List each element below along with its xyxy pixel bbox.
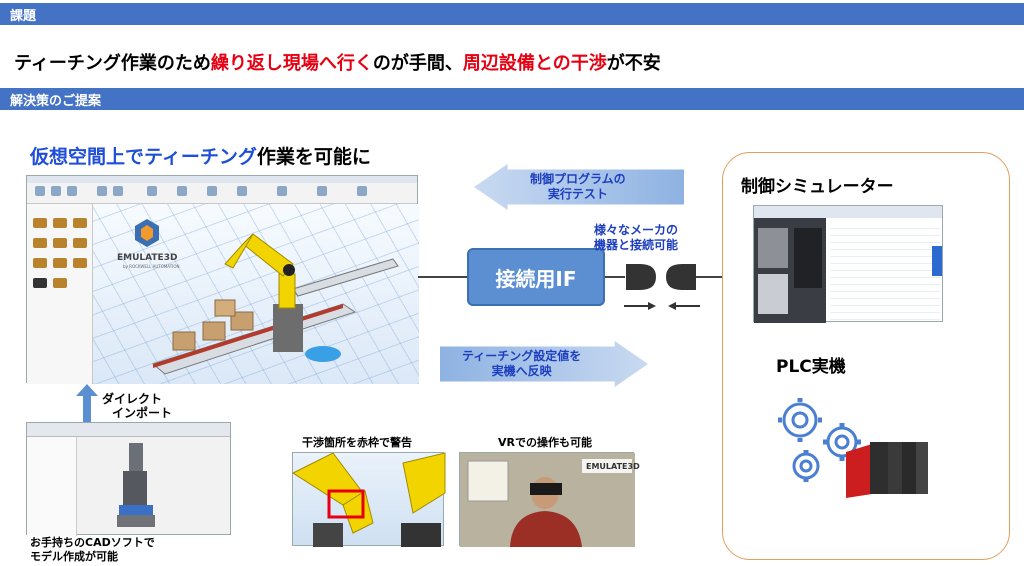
robot-cell-scene: EMULATE3D by ROCKWELL AUTOMATION — [117, 219, 399, 375]
issue-header-label: 課題 — [10, 8, 37, 24]
interference-warning-screenshot — [291, 452, 446, 547]
plc-device-icon — [778, 398, 928, 498]
control-test-label: 制御プログラムの 実行テスト — [530, 172, 626, 201]
control-simulator-screenshot — [753, 205, 943, 323]
virtual-title: 仮想空間上でティーチング作業を可能に — [30, 142, 371, 169]
issue-text-1: ティーチング作業のため — [14, 53, 211, 74]
connector-plugs-icon — [624, 264, 722, 310]
issue-header-bar: 課題 — [0, 3, 1024, 25]
issue-statement: ティーチング作業のため繰り返し現場へ行くのが手間、周辺設備との干渉が不安 — [14, 49, 661, 75]
control-test-arrow — [474, 164, 684, 210]
issue-highlight-2: 周辺設備との干渉 — [462, 53, 607, 74]
3d-viewport: EMULATE3D by ROCKWELL AUTOMATION — [93, 204, 419, 384]
issue-text-2: のが手間、 — [372, 53, 463, 74]
direct-import-label: ダイレクト インポート — [102, 392, 173, 420]
issue-text-3: が不安 — [606, 53, 661, 74]
interference-caption: 干渉箇所を赤枠で警告 — [302, 436, 412, 449]
solution-header-bar: 解決策のご提案 — [0, 88, 1024, 110]
virtual-title-rest: 作業を可能に — [256, 146, 371, 168]
vr-operation-photo: EMULATE3D — [459, 452, 640, 547]
simulator-title: 制御シミュレーター — [741, 177, 894, 197]
connection-line-mid — [605, 276, 625, 278]
catalog-panel — [27, 204, 93, 384]
svg-text:by ROCKWELL AUTOMATION: by ROCKWELL AUTOMATION — [123, 264, 180, 269]
right-panel — [722, 152, 1010, 560]
connection-line-left — [418, 276, 468, 278]
plc-title: PLC実機 — [776, 357, 846, 377]
vr-caption: VRでの操作も可能 — [498, 436, 592, 449]
svg-text:EMULATE3D: EMULATE3D — [117, 253, 177, 263]
cad-caption: お手持ちのCADソフトで モデル作成が可能 — [30, 536, 155, 563]
emulate3d-screenshot: EMULATE3D by ROCKWELL AUTOMATION — [26, 175, 419, 384]
maker-compat-label: 様々なメーカの 機器と接続可能 — [594, 223, 679, 252]
issue-highlight-1: 繰り返し現場へ行く — [210, 53, 373, 74]
cad-software-screenshot — [26, 422, 231, 536]
interface-box: 接続用IF — [467, 248, 605, 306]
solution-header-label: 解決策のご提案 — [10, 93, 102, 109]
teaching-reflect-arrow — [440, 341, 648, 387]
emulate3d-logo: EMULATE3D by ROCKWELL AUTOMATION — [117, 219, 180, 269]
import-up-arrow — [76, 384, 98, 422]
svg-text:EMULATE3D: EMULATE3D — [586, 462, 640, 471]
virtual-title-highlight: 仮想空間上でティーチング — [30, 146, 257, 168]
teaching-reflect-label: ティーチング設定値を 実機へ反映 — [462, 349, 582, 378]
app-ribbon — [27, 176, 417, 204]
